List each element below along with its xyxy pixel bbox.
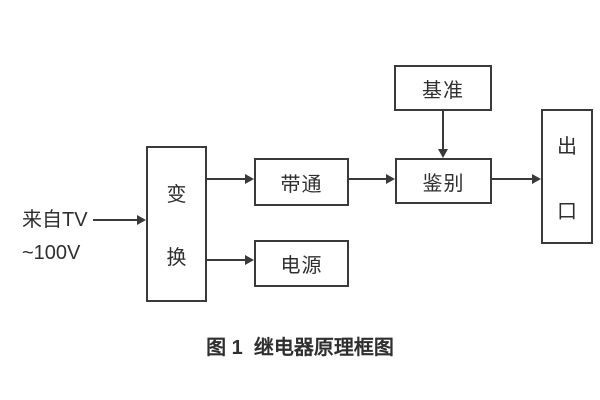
block-transform-label-char2: 换 (166, 247, 187, 269)
connector-reference-to-discriminator (442, 111, 444, 149)
connector-transform-to-power (207, 259, 246, 261)
figure-caption: 图 1 继电器原理框图 (206, 337, 394, 359)
arrow-right-icon (137, 215, 146, 225)
input-source-label: 来自TV ~100V (22, 204, 88, 270)
block-outlet: 出 口 (541, 109, 593, 244)
block-bandpass: 带通 (254, 158, 349, 206)
block-discriminator-label: 鉴别 (422, 172, 465, 195)
block-reference: 基准 (394, 65, 492, 111)
block-discriminator: 鉴别 (395, 158, 492, 204)
arrow-right-icon (245, 174, 254, 184)
arrow-right-icon (386, 174, 395, 184)
connector-discriminator-to-outlet (492, 178, 533, 180)
input-source-line2: ~100V (22, 242, 81, 264)
arrow-down-icon (438, 149, 448, 158)
block-reference-label: 基准 (422, 79, 464, 102)
block-transform-label-char1: 变 (166, 184, 187, 206)
block-bandpass-label: 带通 (280, 173, 323, 196)
arrow-right-icon (532, 174, 541, 184)
block-outlet-label-char2: 口 (557, 200, 577, 223)
connector-bandpass-to-discriminator (349, 178, 387, 180)
connector-transform-to-bandpass (207, 178, 246, 180)
connector-input-to-transform (93, 219, 138, 221)
block-power: 电源 (254, 240, 349, 287)
block-transform: 变 换 (146, 146, 207, 302)
block-outlet-label-char1: 出 (557, 135, 577, 158)
block-power-label: 电源 (280, 255, 323, 277)
input-source-line1: 来自TV (22, 209, 88, 231)
arrow-right-icon (245, 255, 254, 265)
